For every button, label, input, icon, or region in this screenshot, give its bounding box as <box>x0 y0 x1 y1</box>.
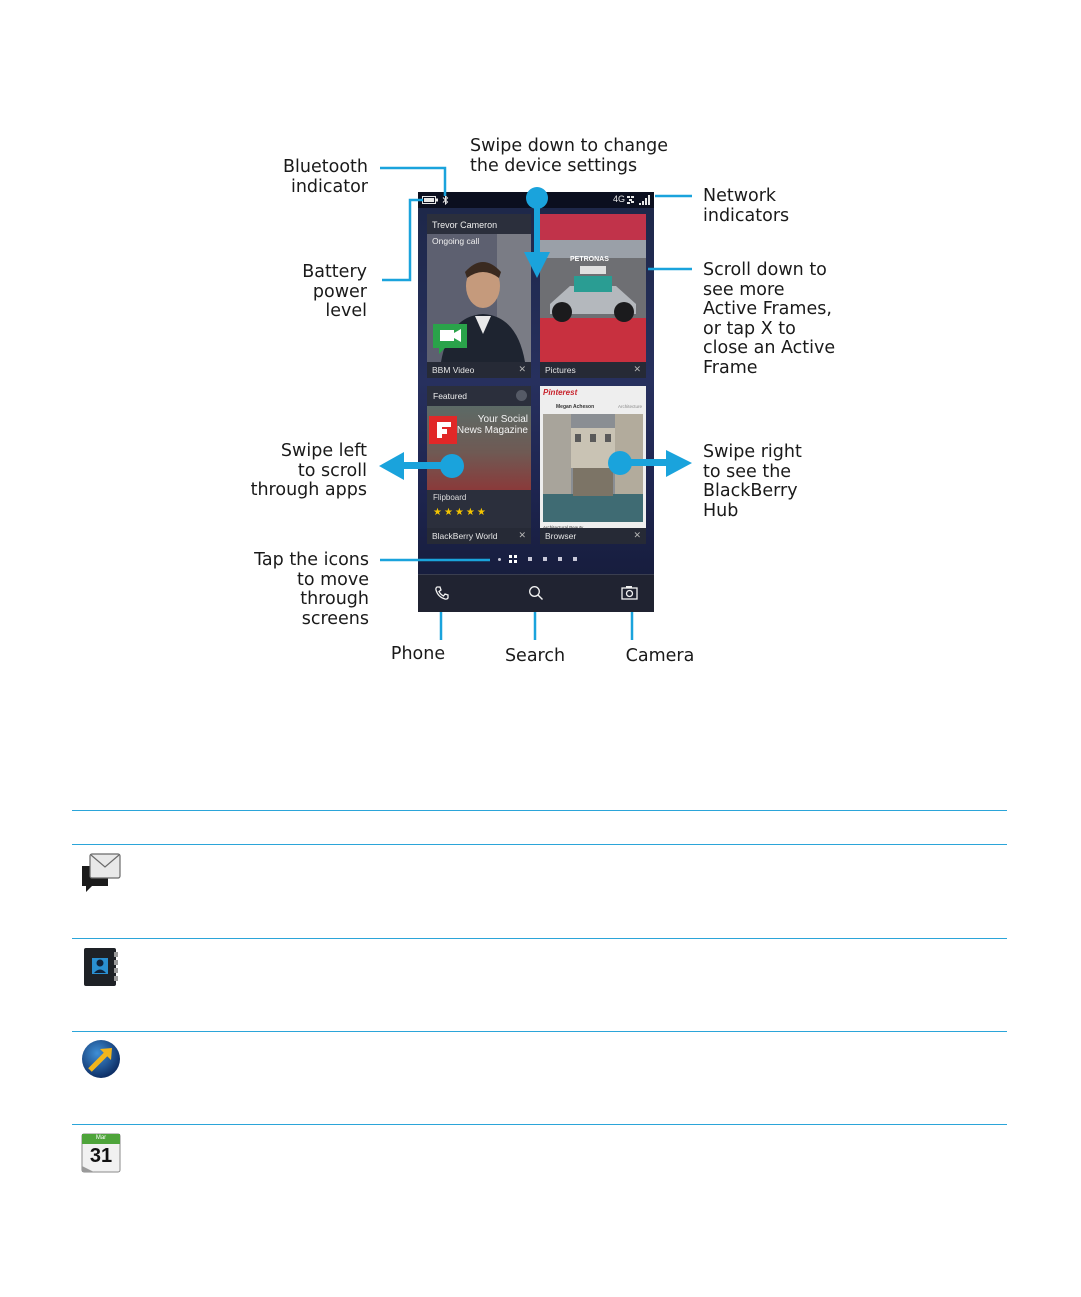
pin-user: Megan Acheson <box>556 404 595 410</box>
promo-text: Your Social News Magazine <box>456 414 528 436</box>
active-frame-pictures[interactable]: PETRONAS Pictures ✕ <box>540 214 646 378</box>
network-type: 4G <box>613 194 626 204</box>
race-car-photo <box>540 214 646 362</box>
frame-sub: Ongoing call <box>432 236 480 246</box>
calendar-day: 31 <box>89 1145 113 1167</box>
callout-battery: Battery power level <box>302 262 367 321</box>
dock-bar <box>418 574 654 612</box>
frame-title: BlackBerry World <box>432 531 498 541</box>
frame-header: Featured <box>433 391 468 401</box>
active-frame-browser[interactable]: Pinterest Megan Acheson Architecture Arc… <box>540 386 646 544</box>
callout-bluetooth: Bluetooth indicator <box>283 157 368 197</box>
calendar-month: Mar <box>95 1135 107 1141</box>
bluetooth-icon <box>442 195 449 205</box>
callout-phone: Phone <box>390 644 446 664</box>
camera-icon[interactable] <box>621 585 638 600</box>
bb-logo-icon <box>516 390 527 401</box>
frame-title: BBM Video <box>432 365 475 375</box>
messages-icon <box>80 852 122 894</box>
callout-tap-icons: Tap the icons to move through screens <box>254 550 369 629</box>
callout-scroll-down: Scroll down to see more Active Frames, o… <box>703 260 836 378</box>
active-frame-bbm-video[interactable]: Trevor Cameron Ongoing call BBM Video ✕ <box>427 214 531 378</box>
pinterest-header: Pinterest <box>543 388 578 397</box>
callout-camera: Camera <box>625 646 695 666</box>
flipboard-logo-icon <box>429 416 457 444</box>
frame-header: Trevor Cameron <box>432 220 498 230</box>
frame-title: Pictures <box>545 365 576 375</box>
table-row-divider <box>72 1031 1007 1032</box>
table-top-border <box>72 810 1007 811</box>
callout-swipe-left: Swipe left to scroll through apps <box>250 441 367 500</box>
frame-title: Browser <box>545 531 577 541</box>
callout-search: Search <box>504 646 566 666</box>
frame-video: Ongoing call <box>427 234 531 362</box>
hub-page-icon[interactable] <box>498 558 501 561</box>
callout-swipe-right: Swipe right to see the BlackBerry Hub <box>703 442 802 521</box>
contacts-icon <box>80 946 122 988</box>
video-camera-icon <box>433 324 467 354</box>
table-row-divider <box>72 844 1007 845</box>
search-icon[interactable] <box>528 585 544 601</box>
callout-swipe-down: Swipe down to change the device settings <box>470 136 669 176</box>
star-rating: ★★★★★ <box>433 507 488 518</box>
app-page-dot[interactable] <box>528 557 532 561</box>
app-page-dot[interactable] <box>558 557 562 561</box>
signal-icon <box>639 195 650 205</box>
callout-lines <box>379 166 692 640</box>
phone-icon[interactable] <box>434 585 450 601</box>
close-frame-icon[interactable]: ✕ <box>518 364 526 374</box>
app-page-dot[interactable] <box>543 557 547 561</box>
browser-icon <box>80 1038 122 1080</box>
pin-caption: Architectural Beauty <box>543 525 583 530</box>
app-name: Flipboard <box>433 493 467 502</box>
table-row-divider <box>72 1124 1007 1125</box>
close-frame-icon[interactable]: ✕ <box>633 364 641 374</box>
person-photo <box>427 234 531 362</box>
active-frames-page-icon[interactable] <box>509 555 517 563</box>
calendar-icon: Mar 31 <box>80 1132 122 1174</box>
bbm-status-icon <box>627 196 634 204</box>
app-page-dot[interactable] <box>573 557 577 561</box>
promo-image: Your Social News Magazine <box>427 406 531 490</box>
close-frame-icon[interactable]: ✕ <box>633 530 641 540</box>
close-frame-icon[interactable]: ✕ <box>518 530 526 540</box>
table-row-divider <box>72 938 1007 939</box>
callout-network: Network indicators <box>703 186 790 226</box>
venice-photo <box>543 414 643 522</box>
photo-banner: PETRONAS <box>570 256 609 263</box>
pin-category: Architecture <box>617 404 642 409</box>
